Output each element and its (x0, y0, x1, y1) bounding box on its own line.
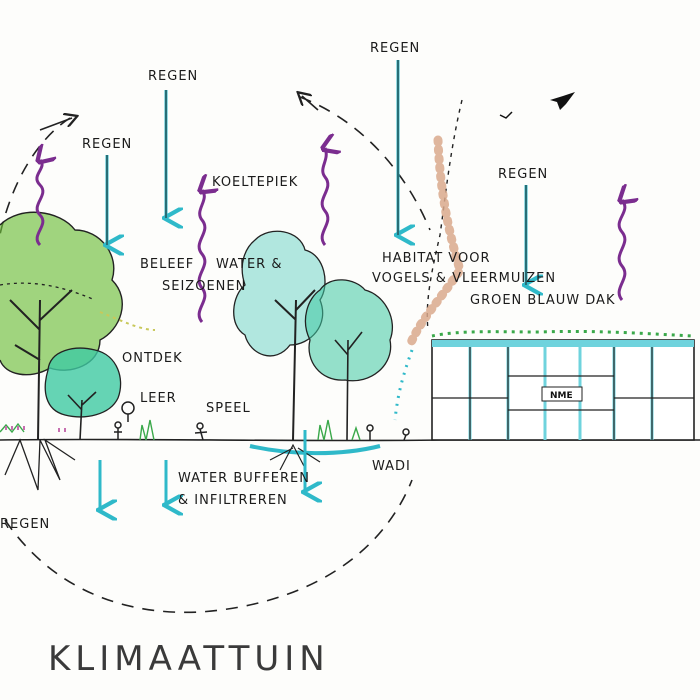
label-regen-1: REGEN (148, 69, 198, 84)
wadi-water (249, 444, 381, 456)
label-water-buffer-2: & INFILTREREN (178, 493, 288, 508)
label-regen-3: REGEN (82, 137, 132, 152)
label-regen-bottom: REGEN (0, 517, 50, 532)
heat-squiggle-4 (619, 200, 625, 301)
flower-dots (5, 426, 70, 432)
label-ontdek: ONTDEK (122, 351, 183, 366)
heat-squiggle-2 (199, 190, 205, 323)
climber-dots (393, 349, 414, 421)
habitat-flight-path (426, 99, 463, 331)
label-speel: SPEEL (206, 401, 251, 416)
label-water: WATER & (216, 257, 282, 272)
ground-line (0, 438, 700, 442)
bird-small-icon (499, 111, 513, 119)
building-sign: NME (550, 391, 573, 401)
label-beleef: BELEEF (140, 257, 194, 272)
people-figures (114, 401, 410, 441)
heat-squiggles (37, 148, 625, 323)
heat-squiggle-1 (37, 160, 43, 247)
label-water-buffer-1: WATER BUFFEREN (178, 471, 310, 486)
label-seizoenen: SEIZOENEN (162, 279, 246, 294)
label-groen-blauw-dak: GROEN BLAUW DAK (470, 293, 615, 308)
label-regen-4: REGEN (498, 167, 548, 182)
label-regen-2: REGEN (370, 41, 420, 56)
cycle-arrow-right (302, 96, 319, 111)
bird-icon (550, 92, 575, 110)
label-habitat-1: HABITAT VOOR (382, 251, 490, 266)
tree-mint (233, 230, 326, 441)
tree-green-right (304, 279, 394, 441)
label-koeltepiek: KOELTEPIEK (212, 175, 298, 190)
rain-arrow-ink (106, 60, 527, 285)
water-cycle-dashed-circle (0, 96, 431, 614)
tree-small-teal (44, 347, 122, 441)
label-habitat-2: VOGELS & VLEERMUIZEN (372, 271, 556, 286)
heat-squiggle-3 (322, 148, 328, 246)
roots (269, 443, 321, 471)
label-wadi: WADI (372, 459, 411, 474)
nme-building (431, 329, 695, 441)
cycle-arrow-left (39, 118, 72, 131)
label-leer: LEER (140, 391, 177, 406)
habitat-dotted-band (405, 135, 465, 350)
page-title: KLIMAATTUIN (48, 639, 330, 679)
grass-tufts (0, 419, 361, 441)
